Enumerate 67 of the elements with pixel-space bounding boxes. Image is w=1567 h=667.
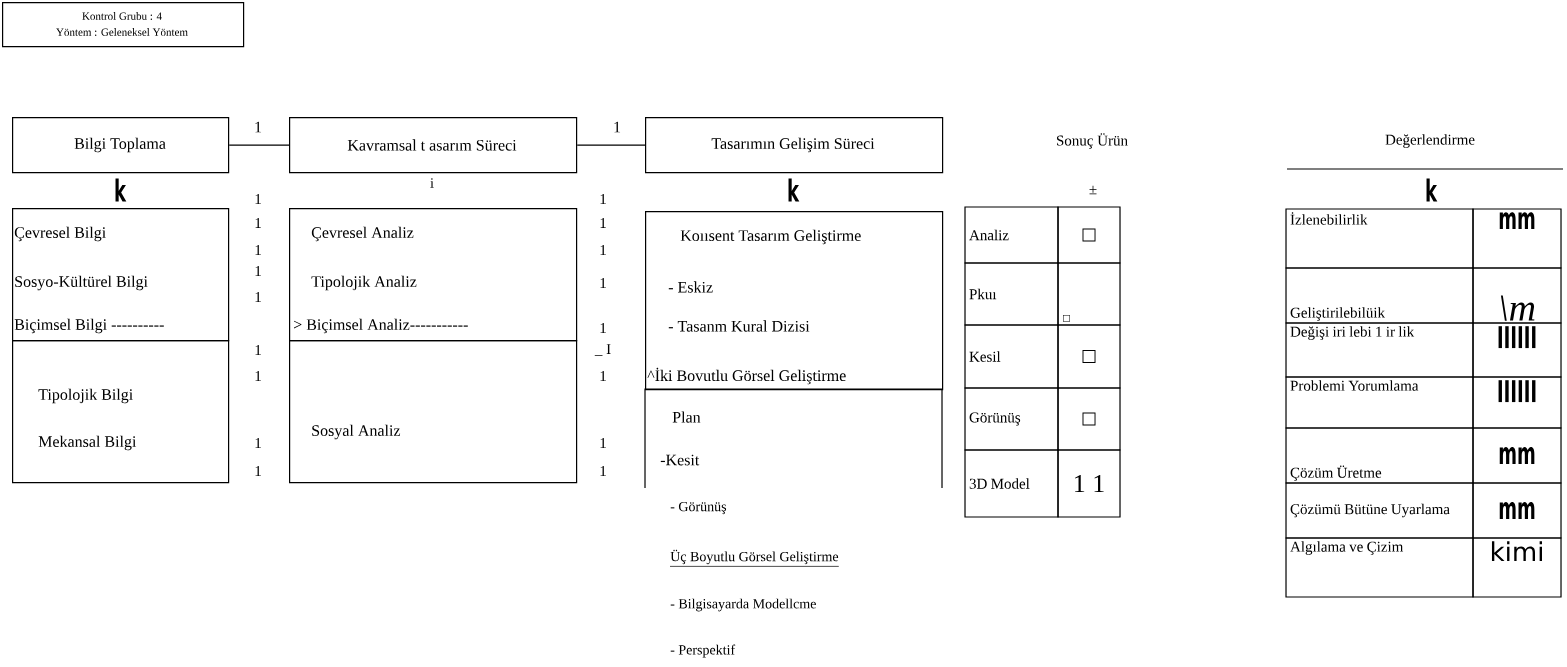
column-heading: Sonuç Ürün	[1057, 133, 1128, 149]
list-item: - Görünüş	[670, 501, 727, 515]
glyph-mark: k	[788, 178, 800, 202]
table-cell: □	[1057, 387, 1121, 451]
number-mark: _ I	[594, 344, 611, 356]
number-mark: 1	[600, 438, 606, 448]
number-mark: 1	[255, 466, 261, 476]
table-cell: □	[1057, 262, 1121, 326]
text-box: Plan -Kesit	[644, 388, 943, 489]
table-cell: mm	[1472, 208, 1562, 269]
column-heading: Değerlendirme	[1385, 134, 1475, 148]
number-mark: 1	[600, 194, 606, 204]
text-box: Çevresel Bilgi Sosyo-Kültürel Bilgi Biçimsel Bilgi ----------	[12, 208, 230, 342]
table-cell: Algılama ve Çizim	[1285, 537, 1474, 598]
table-cell: □	[1057, 324, 1121, 389]
glyph-mark: k	[1426, 178, 1438, 202]
table-cell: IIIIII	[1472, 322, 1562, 378]
text-box: Çevresel Analiz Tipolojik Analiz > Biçimsel Analiz-----------	[289, 208, 578, 342]
number-mark: 1	[255, 245, 261, 255]
text-box: Bilgi Toplama	[12, 117, 230, 174]
section-heading: Üç Boyutlu Görsel Geliştirme	[669, 549, 840, 567]
edge-label: 1	[612, 120, 622, 134]
glyph-mark: k	[115, 178, 127, 202]
list-item: i	[430, 178, 434, 188]
number-mark: 1	[600, 278, 606, 288]
table-cell: 3D Model	[964, 449, 1059, 518]
table-cell: Problemi Yorumlama	[1285, 376, 1474, 429]
table-cell: mm	[1472, 482, 1562, 539]
number-mark: 1	[600, 323, 606, 333]
number-mark: 1	[255, 345, 261, 355]
text-box: Sosyal Analiz	[289, 340, 578, 484]
table-cell: □	[1057, 206, 1121, 264]
number-mark: 1	[600, 466, 606, 476]
number-mark: 1	[600, 218, 606, 228]
table-cell: 1 1	[1057, 449, 1121, 518]
glyph-mark: ±	[1089, 185, 1097, 195]
table-cell: kimi	[1472, 537, 1562, 598]
number-mark: 1	[255, 266, 261, 276]
number-mark: 1	[600, 371, 606, 381]
connector-line	[228, 144, 290, 146]
number-mark: 1	[255, 438, 261, 448]
text-box: Tasarımın Gelişim Süreci	[645, 117, 944, 174]
list-item: - Bilgisayarda Modellcme	[670, 598, 816, 612]
text-box: Kontrol Grubu : 4 Yöntem : Geleneksel Yöntem	[2, 2, 245, 48]
table-cell: Geliştirilebilüik	[1285, 267, 1474, 324]
table-cell: Görünüş	[964, 387, 1059, 451]
table-cell: Çözümü Bütüne Uyarlama	[1285, 482, 1474, 539]
table-cell: Analiz	[964, 206, 1059, 264]
table-cell: İzlenebilirlik	[1285, 208, 1474, 269]
number-mark: 1	[600, 245, 606, 255]
table-cell: Pkuı	[964, 262, 1059, 326]
table-cell: Çözüm Üretme	[1285, 427, 1474, 484]
number-mark: 1	[255, 292, 261, 302]
connector-line	[576, 144, 646, 146]
text-box: Koıısent Tasarım Geliştirme - Eskiz - Tasanm Kural Dizisi ^İki Bovutlu Görsel Geliştirme	[645, 211, 944, 391]
table-cell: mm	[1472, 427, 1562, 484]
table-cell: IIIIII	[1472, 376, 1562, 429]
text-box: Tipolojik Bilgi Mekansal Bilgi	[12, 340, 230, 484]
list-item: - Perspektif	[670, 644, 736, 658]
text-box: Kavramsal t asarım Süreci	[289, 117, 578, 174]
number-mark: 1	[255, 194, 261, 204]
number-mark: 1	[255, 371, 261, 381]
edge-label: 1	[253, 120, 263, 134]
table-cell: Değişi iri lebi 1 ir lik	[1285, 322, 1474, 378]
number-mark: 1	[255, 218, 261, 228]
table-cell: Kesil	[964, 324, 1059, 389]
table-cell: \m	[1472, 267, 1562, 324]
